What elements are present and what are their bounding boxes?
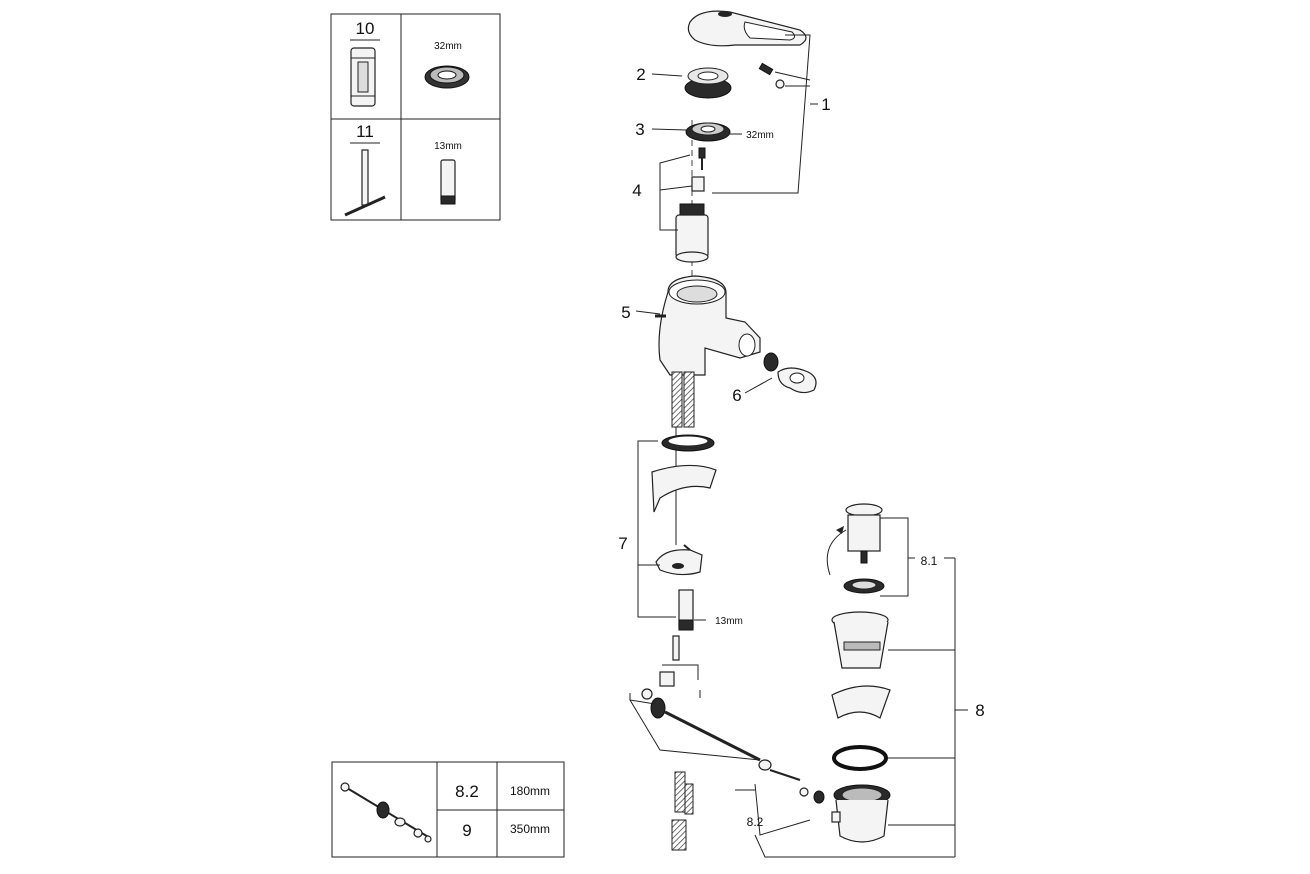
- spray-joint: [763, 352, 817, 394]
- tool-11-bit-drawing: [440, 159, 456, 205]
- hose-inset-drawing: [340, 782, 432, 843]
- tool-10-ring-drawing: [424, 65, 470, 89]
- hose-inset: 8.2 180mm 9 350mm: [331, 761, 565, 858]
- tool-11-size: 13mm: [434, 141, 462, 152]
- tool-10-number: 10: [356, 19, 375, 38]
- callout-8-2: 8.2: [747, 815, 764, 829]
- hose-row-2-number: 9: [462, 821, 471, 840]
- cartridge-assembly: [675, 147, 709, 263]
- hose-row-1-number: 8.2: [455, 782, 479, 801]
- supply-hoses: [671, 371, 695, 545]
- mounting-set: [651, 434, 717, 661]
- callout-3: 3: [635, 120, 644, 139]
- hose-row-2-length: 350mm: [510, 822, 550, 836]
- callout-5: 5: [621, 303, 630, 322]
- tool-10-socket-drawing: [350, 47, 376, 107]
- cartridge-nut: [685, 122, 731, 142]
- hose-row-1-length: 180mm: [510, 784, 550, 798]
- callout-6: 6: [732, 386, 741, 405]
- tool-10-size: 32mm: [434, 41, 462, 52]
- nut-32-dim: 32mm: [746, 130, 774, 141]
- lever-handle: [687, 10, 807, 89]
- popup-waste: [831, 503, 891, 843]
- tool-11-number: 11: [356, 122, 374, 141]
- callout-2: 2: [636, 65, 645, 84]
- tool-11-key-drawing: [344, 149, 386, 217]
- callout-4: 4: [632, 181, 641, 200]
- cap: [684, 67, 732, 99]
- callout-1: 1: [821, 95, 830, 114]
- popup-linkage: [641, 671, 825, 851]
- tool-inset: 10 32mm 11 13mm: [330, 13, 501, 221]
- mixer-body: [655, 275, 761, 376]
- callout-8: 8: [975, 701, 984, 720]
- nut-13-dim: 13mm: [715, 616, 743, 627]
- callout-7: 7: [618, 534, 627, 553]
- callout-8-1: 8.1: [921, 554, 938, 568]
- tool-inset-frame: [330, 13, 501, 221]
